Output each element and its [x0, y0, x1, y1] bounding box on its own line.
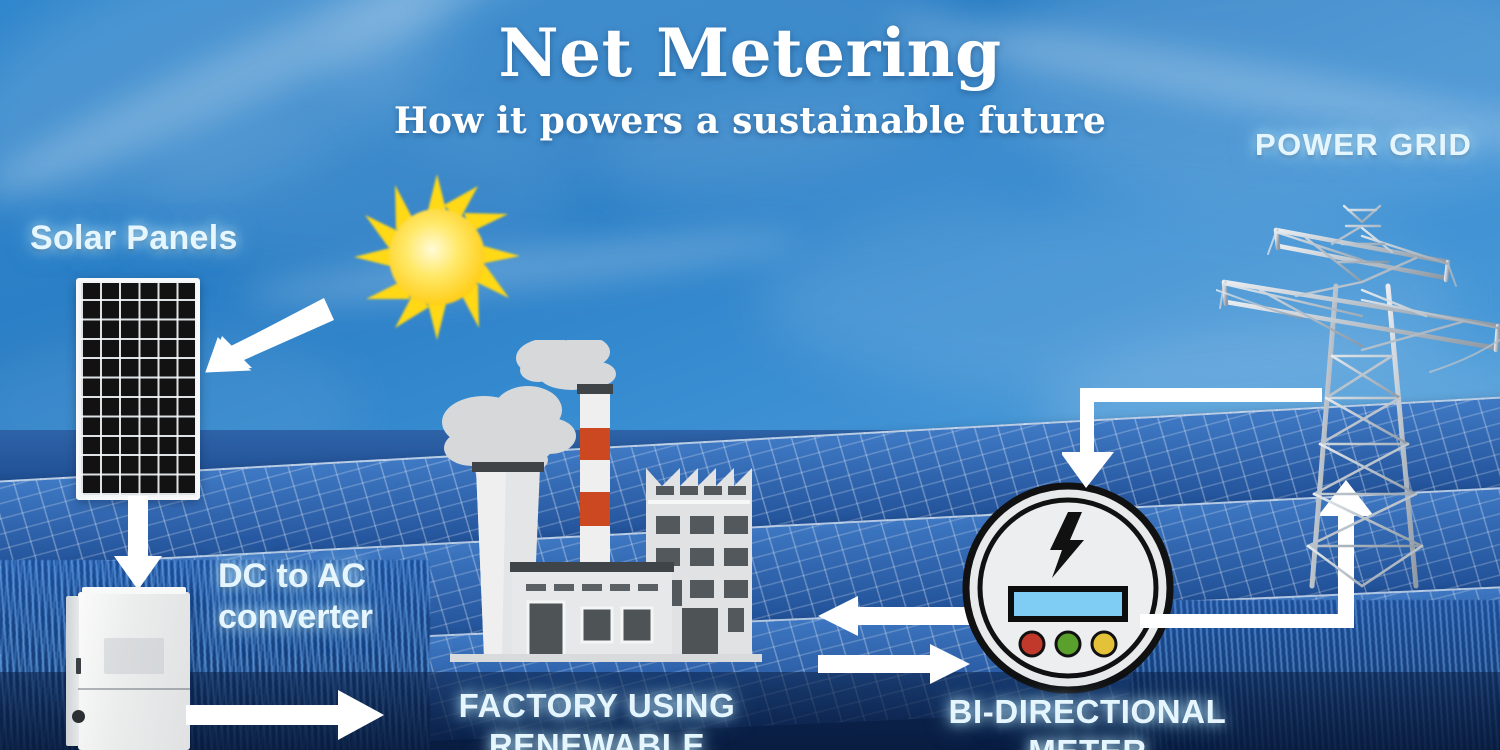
inverter-side-panel	[66, 596, 79, 746]
inverter-vent	[76, 658, 81, 674]
label-factory: FACTORY USING RENEWABLE ENERGY	[458, 687, 736, 750]
page-title: Net Metering	[498, 14, 1002, 92]
lightning-bolt-icon	[1050, 512, 1084, 578]
label-dc-to-ac-converter: DC to AC converter	[218, 557, 373, 637]
page-subtitle: How it powers a sustainable future	[393, 100, 1107, 142]
arrow-panel-to-inverter	[110, 496, 166, 597]
sun	[352, 172, 522, 342]
arrow-grid-to-meter	[1060, 386, 1322, 501]
solar-panel-module	[76, 278, 200, 500]
inverter-knob	[72, 710, 85, 723]
inverter-seam	[78, 688, 190, 690]
label-power-grid: POWER GRID	[1255, 127, 1473, 162]
inverter-badge	[104, 638, 164, 674]
factory-hall	[510, 562, 674, 658]
smoke-plume	[442, 386, 576, 473]
bi-directional-meter-device	[962, 482, 1174, 694]
arrow-inverter-to-factory	[186, 688, 386, 749]
office-building	[646, 468, 752, 656]
meter-indicator-lights	[1018, 630, 1118, 658]
inverter-top-cap	[82, 587, 186, 594]
smoke-plume	[516, 336, 616, 390]
power-grid-pylon	[1215, 186, 1500, 598]
arrow-factory-to-meter	[818, 644, 970, 689]
label-bi-directional-meter: BI-DIRECTIONAL METER	[948, 693, 1227, 750]
cloud	[150, 120, 570, 270]
arrow-meter-to-factory	[818, 596, 970, 641]
solar-cells	[81, 283, 195, 495]
meter-display	[1008, 586, 1128, 622]
factory	[432, 336, 772, 692]
arrow-sun-to-panel	[200, 296, 340, 381]
dc-to-ac-converter-unit	[66, 587, 190, 750]
label-solar-panels: Solar Panels	[30, 219, 238, 257]
cloud	[600, 90, 1020, 230]
